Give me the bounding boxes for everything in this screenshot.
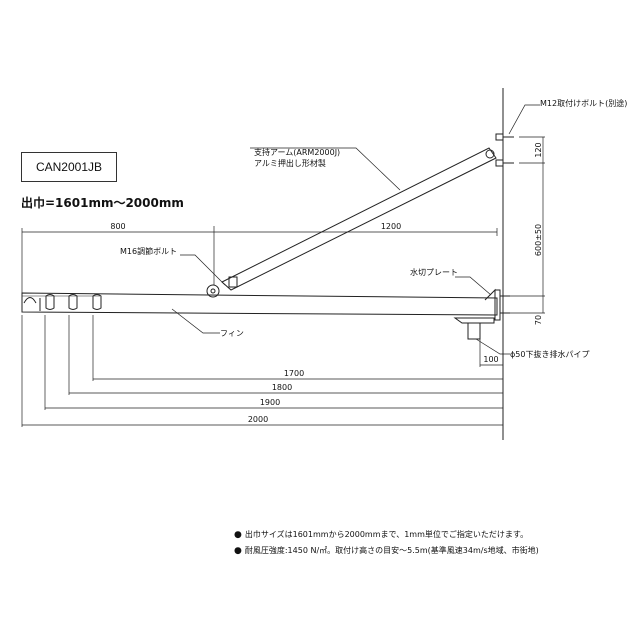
model-number-box: CAN2001JB: [21, 152, 117, 182]
dim-v-bolt: 120: [534, 142, 543, 157]
bullet-icon: ●: [234, 530, 242, 540]
note-item: ●耐風圧強度:1450 N/㎡。取付け高さの目安〜5.5m(基準風速34m/s地…: [234, 543, 539, 559]
label-drain-pipe: ϕ50下抜き排水パイプ: [510, 349, 589, 359]
leader-lines: [171, 104, 540, 355]
notes: ●出巾サイズは1601mmから2000mmまで、1mm単位でご指定いただけます。…: [234, 527, 539, 559]
dim-v-bottom: 70: [534, 315, 543, 325]
dim-2000: 2000: [248, 415, 268, 424]
dim-top-right: 1200: [381, 222, 401, 231]
wall-bolts: [495, 133, 514, 167]
note-item: ●出巾サイズは1601mmから2000mmまで、1mm単位でご指定いただけます。: [234, 527, 539, 543]
dim-v-height: 600±50: [534, 224, 543, 256]
dim-pipe-offset: 100: [483, 355, 498, 364]
dim-1900: 1900: [260, 398, 280, 407]
label-fin: フィン: [220, 329, 244, 338]
gutter-drain: [453, 317, 495, 340]
width-range-text: 出巾=1601mm〜2000mm: [21, 196, 184, 210]
label-arm-line1: 支持アーム(ARM2000J): [254, 147, 340, 157]
label-drip-plate: 水切プレート: [410, 267, 458, 277]
bullet-icon: ●: [234, 546, 242, 556]
note-text: 出巾サイズは1601mmから2000mmまで、1mm単位でご指定いただけます。: [244, 530, 529, 539]
canopy-body: [21, 292, 498, 316]
dimension-lines: [21, 136, 545, 427]
model-number: CAN2001JB: [35, 160, 103, 174]
support-arm: [206, 147, 497, 298]
note-text: 耐風圧強度:1450 N/㎡。取付け高さの目安〜5.5m(基準風速34m/s地域…: [244, 546, 539, 555]
dim-1700: 1700: [284, 369, 304, 378]
label-bolt: M12取付けボルト(別途): [540, 98, 627, 108]
dim-top-left: 800: [110, 222, 125, 231]
label-arm-line2: アルミ押出し形材製: [254, 158, 326, 168]
dim-1800: 1800: [272, 383, 292, 392]
label-adjust-bolt: M16調節ボルト: [120, 246, 177, 256]
drip-plate: [484, 288, 510, 321]
